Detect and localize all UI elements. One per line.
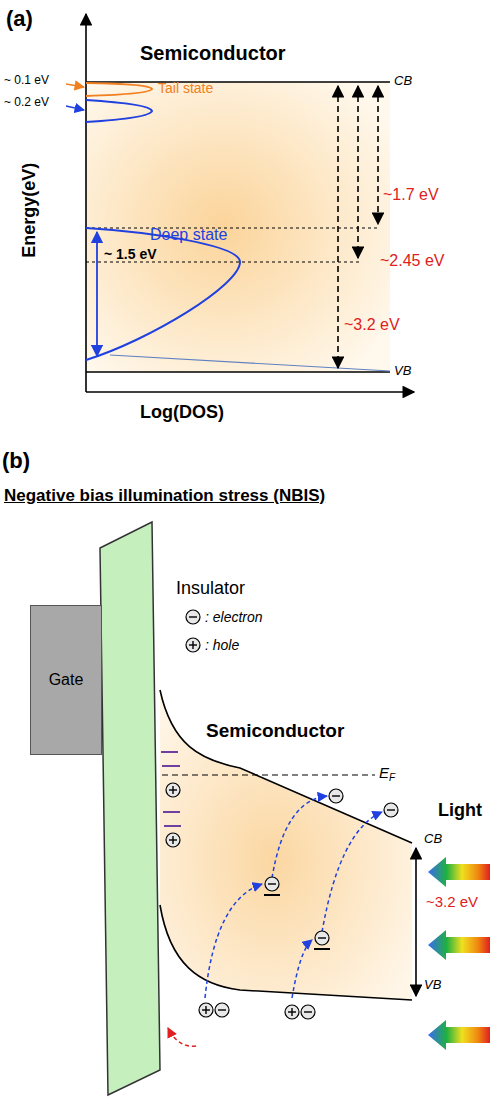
legend-text: : electron — [205, 609, 263, 625]
annotation: ~1.7 eV — [383, 186, 439, 204]
annotation: E — [379, 764, 389, 781]
gate-electrode: Gate — [30, 605, 102, 755]
annotation: Insulator — [176, 578, 245, 599]
annotation: ~3.2 eV — [426, 893, 478, 910]
annotation: Light — [438, 800, 482, 821]
annotation: Deep state — [150, 226, 227, 244]
annotation: ~3.2 eV — [344, 316, 400, 334]
electron-symbol — [184, 608, 202, 626]
legend-item: : hole — [184, 636, 239, 654]
annotation: ~ 0.2 eV — [4, 96, 49, 110]
figure-title: Negative bias illumination stress (NBIS) — [4, 486, 325, 506]
annotation: ~ 0.1 eV — [4, 74, 49, 88]
annotation: Log(DOS) — [140, 402, 224, 423]
panel-label: (a) — [6, 6, 33, 31]
annotation: Semiconductor — [206, 720, 344, 742]
panel-label: (b) — [2, 448, 30, 473]
legend-item: : electron — [184, 608, 263, 626]
annotation: Tail state — [158, 80, 213, 96]
annotation: VB — [394, 364, 411, 379]
node-label: Gate — [49, 671, 84, 689]
annotation: VB — [424, 978, 441, 993]
annotation: ~2.45 eV — [380, 252, 445, 270]
annotation: Energy(eV) — [20, 162, 41, 257]
annotation: Semiconductor — [140, 42, 286, 65]
annotation: F — [389, 772, 395, 784]
annotation: CB — [424, 832, 442, 847]
annotation: ~ 1.5 eV — [104, 246, 157, 262]
annotation: CB — [394, 74, 412, 89]
legend-text: : hole — [205, 637, 239, 653]
hole-symbol — [184, 636, 202, 654]
